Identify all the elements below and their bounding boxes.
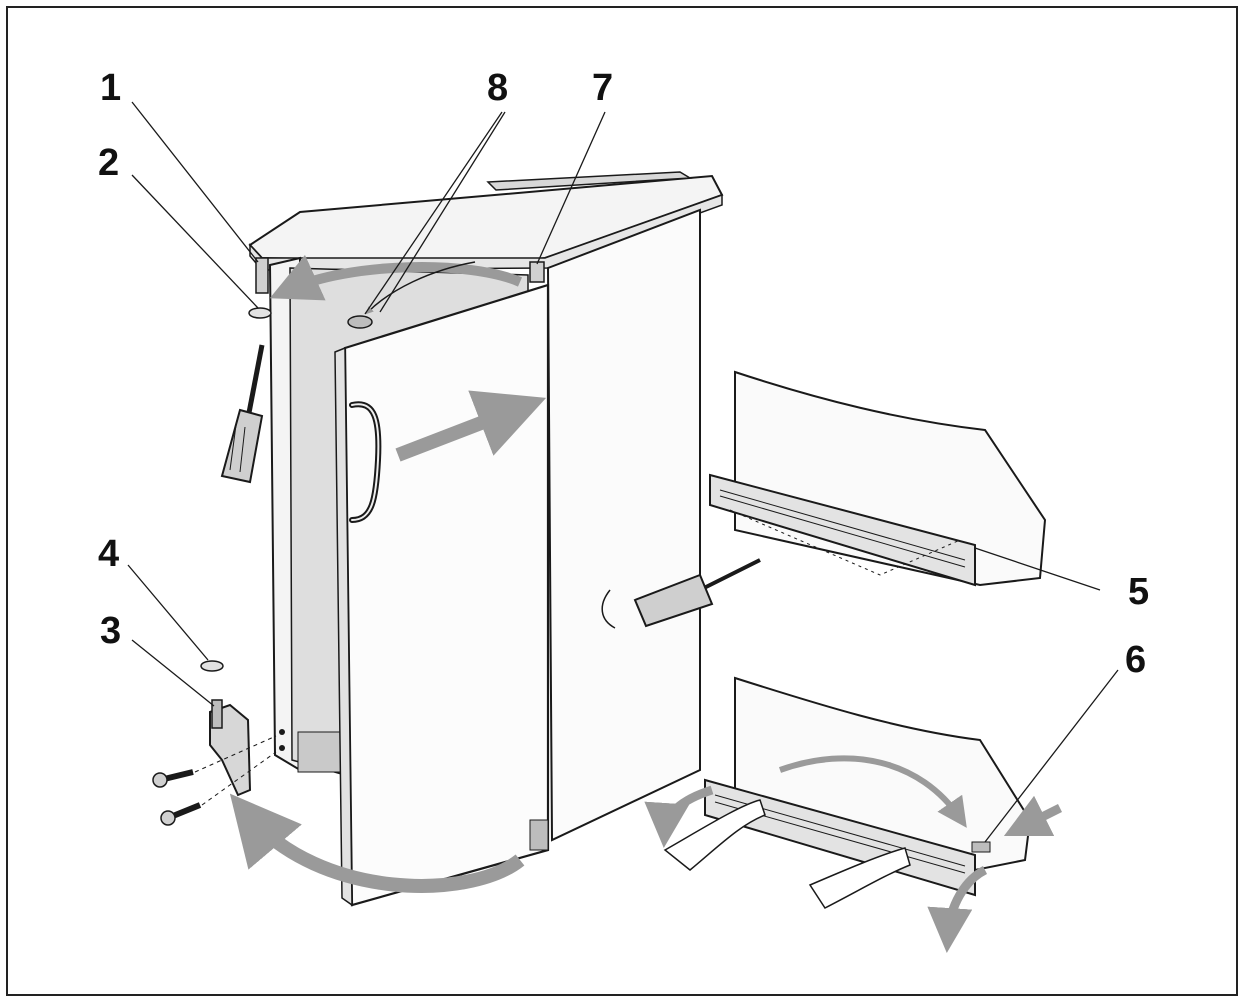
plinth-arc-arrow (778, 755, 967, 828)
screwdriver-upper (220, 344, 265, 484)
leader-2 (131, 174, 259, 309)
lower-hinge-bracket (529, 819, 549, 851)
leader-1 (131, 101, 259, 263)
door-panel (343, 283, 550, 907)
detail-plinth-pull (644, 676, 1063, 953)
callout-6: 6 (1125, 639, 1146, 681)
leader-lines (127, 101, 1119, 843)
screw-lower (160, 802, 202, 826)
callout-1: 1 (100, 67, 121, 109)
plinth-clip (971, 841, 991, 853)
detail-plinth-removal (601, 370, 1047, 629)
callout-4: 4 (98, 533, 119, 575)
callout-8: 8 (487, 67, 508, 109)
leader-7 (536, 111, 606, 265)
door-edge (334, 346, 353, 907)
lower-hinge-assembly (152, 660, 277, 826)
refrigerator-door (334, 283, 550, 907)
hinge-hole (279, 745, 285, 751)
leader-5 (974, 547, 1101, 591)
washer-lower (200, 660, 224, 672)
hinge-transfer-arrow (365, 261, 476, 315)
callout-5: 5 (1128, 571, 1149, 613)
leader-6 (984, 669, 1119, 843)
pull-arrow-left (644, 785, 714, 848)
leader-4 (127, 564, 209, 661)
top-vent (486, 171, 693, 191)
washer-left-top (248, 307, 272, 319)
callout-7: 7 (592, 67, 613, 109)
lower-hinge-pin (211, 699, 223, 729)
leader-3 (131, 639, 215, 707)
pull-arrow-right (927, 865, 988, 953)
screw-upper (152, 769, 194, 788)
callouts: 1 2 3 4 5 6 7 8 (98, 67, 1149, 681)
cabinet-right-side (546, 208, 701, 842)
detail-plinth-upper (709, 473, 976, 587)
hinge-hole (279, 729, 285, 735)
callout-3: 3 (100, 610, 121, 652)
door-handle-highlight (351, 403, 380, 521)
top-hinge-parts (248, 257, 545, 329)
hand-left (663, 799, 766, 871)
callout-2: 2 (98, 142, 119, 184)
turn-indicator (601, 589, 616, 629)
top-hinge-pin-left (255, 257, 269, 294)
leader-8a (364, 111, 503, 315)
screwdriver-lower (633, 558, 761, 628)
bottom-plinth (297, 731, 345, 773)
press-arrow (1003, 795, 1063, 837)
slide-arrow (395, 390, 547, 462)
leader-8b (379, 111, 506, 313)
diagram-frame (6, 6, 1238, 996)
top-hinge-pin-right (529, 261, 545, 283)
hand-right (808, 847, 911, 909)
bottom-rotate-arrow (229, 793, 525, 893)
top-hinge-cap (347, 315, 373, 329)
